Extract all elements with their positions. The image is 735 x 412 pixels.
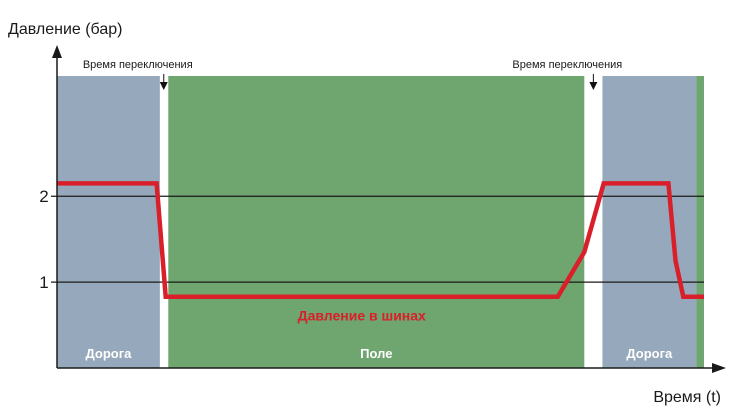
region-band: [168, 76, 585, 368]
y-axis-title: Давление (бар): [8, 21, 122, 38]
region-label: Дорога: [85, 346, 132, 361]
annotation-label: Время переключения: [512, 59, 622, 71]
region-band: [696, 76, 704, 368]
y-tick-label: 1: [39, 273, 48, 292]
x-axis-title: Время (t): [653, 389, 721, 406]
region-band: [57, 76, 160, 368]
y-axis-arrow: [52, 45, 62, 58]
region-band: [602, 76, 697, 368]
y-tick-label: 2: [39, 187, 48, 206]
series-line: [57, 181, 704, 299]
series-label: Давление в шинах: [298, 308, 426, 324]
annotation-label: Время переключения: [83, 59, 193, 71]
region-label: Дорога: [626, 346, 673, 361]
region-label: Поле: [360, 346, 392, 361]
x-axis-arrow: [712, 363, 726, 373]
